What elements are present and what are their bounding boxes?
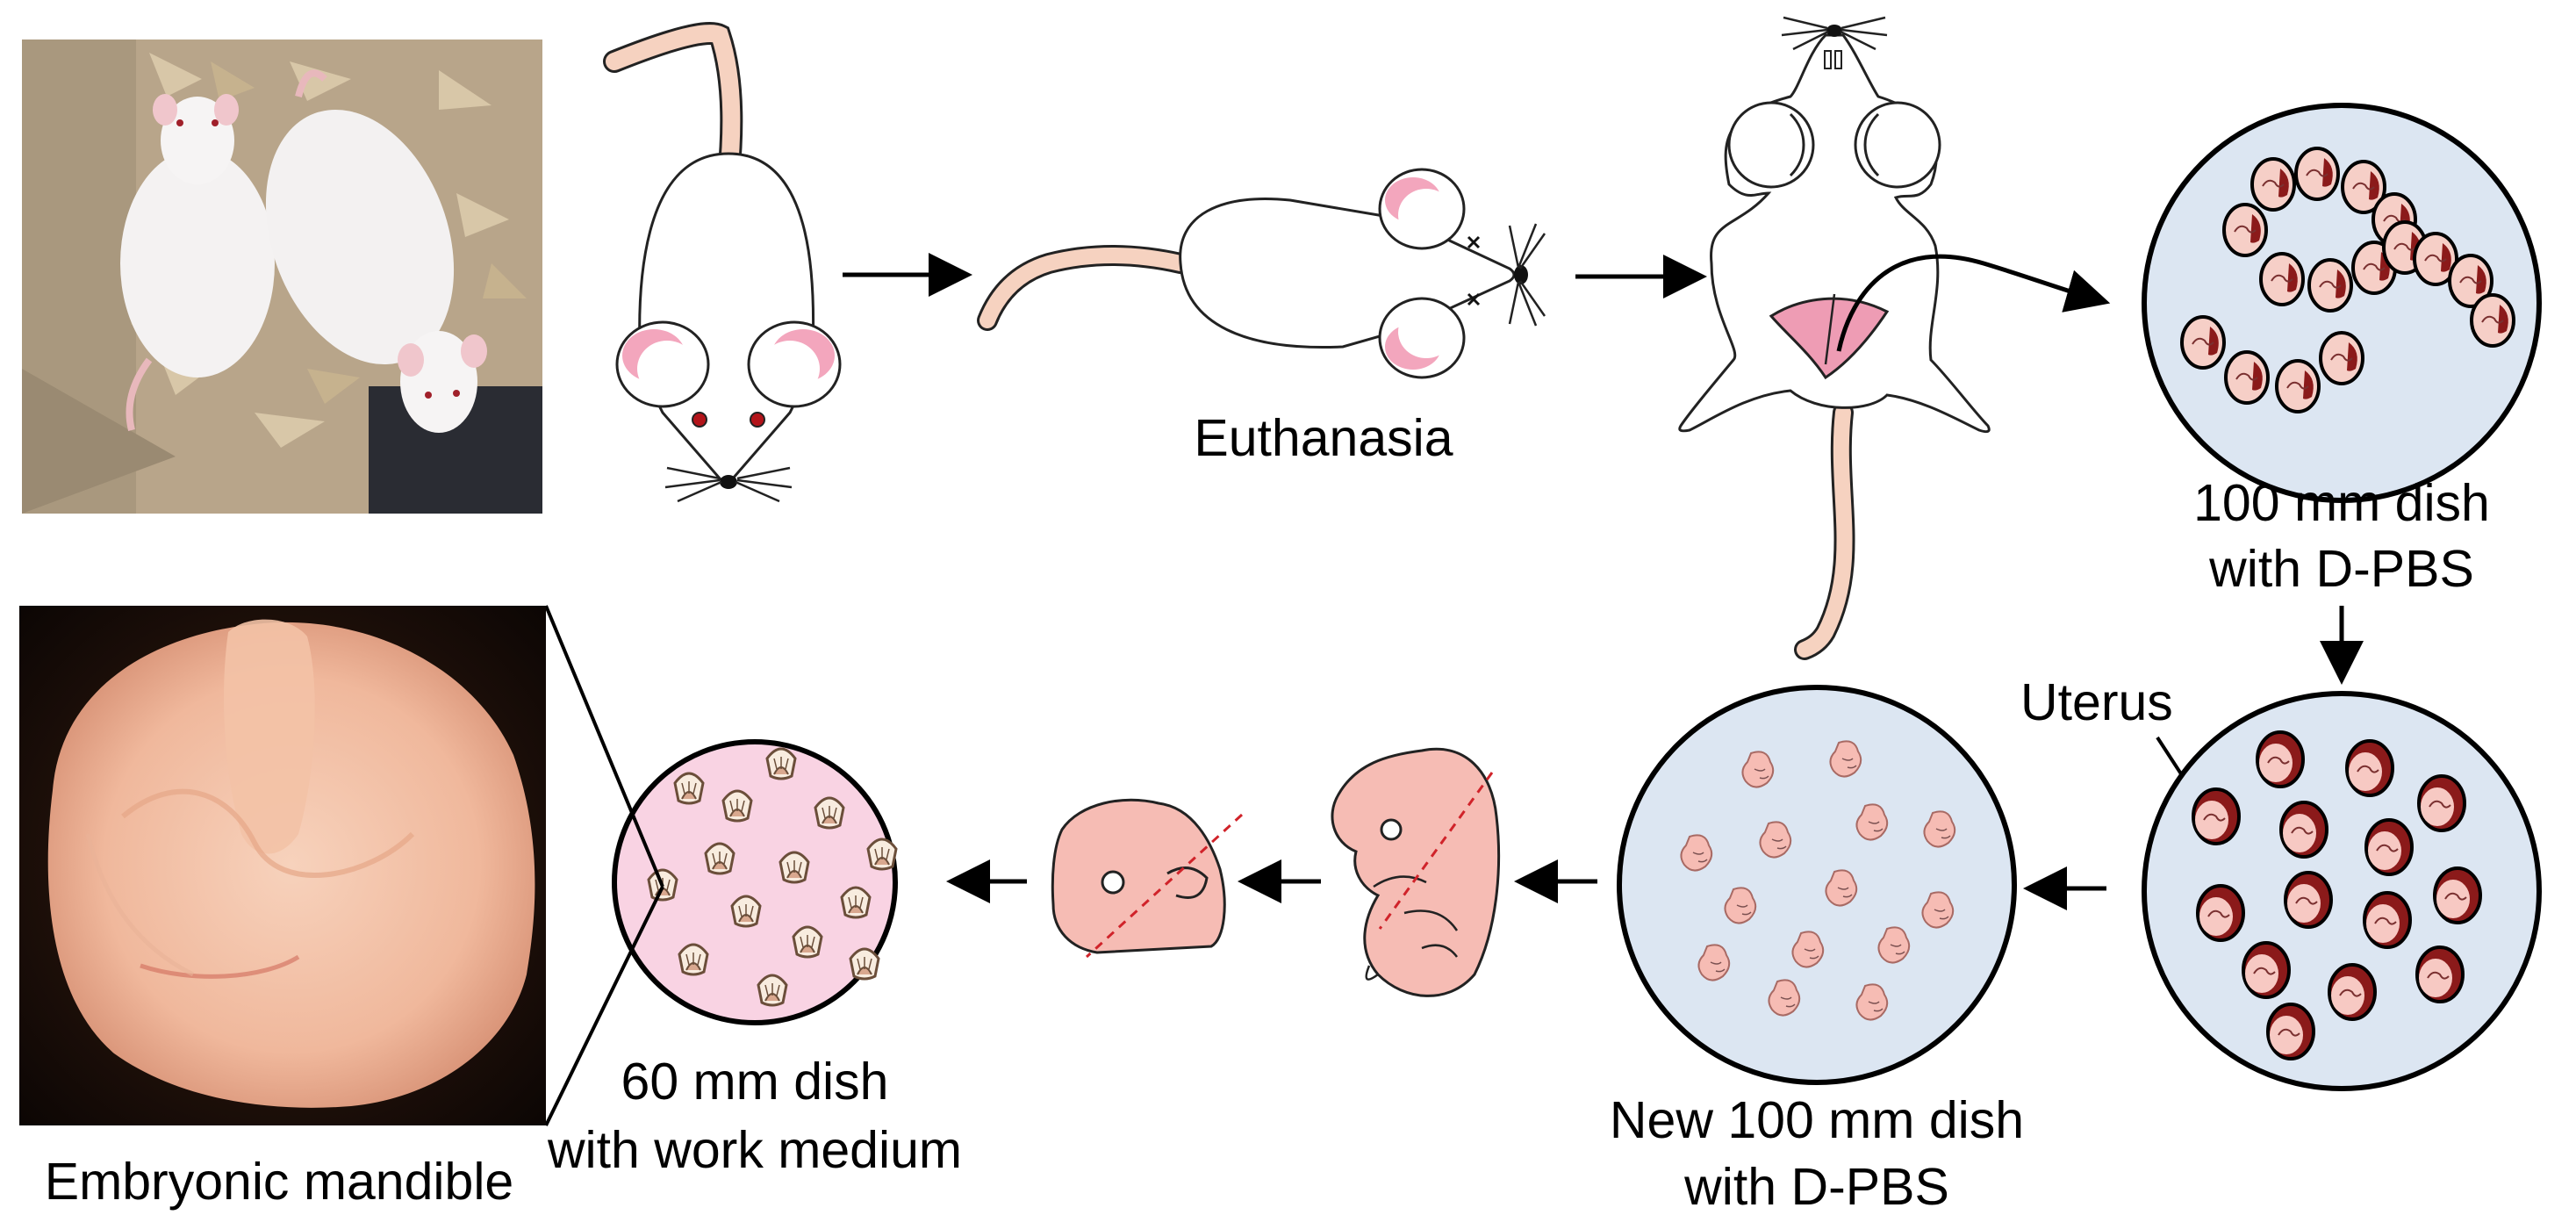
label-dish3-line2: with D-PBS [1683, 1158, 1949, 1215]
label-uterus: Uterus [2020, 673, 2173, 731]
whole-embryo [1331, 747, 1501, 997]
label-euthanasia: Euthanasia [1194, 409, 1453, 467]
photo-mice [22, 40, 542, 514]
label-dish4-line2: with work medium [547, 1121, 962, 1179]
label-dish3-line1: New 100 mm dish [1610, 1091, 2024, 1149]
dish-2-separated-uterus [2142, 691, 2542, 1091]
mouse-euthanized [977, 168, 1546, 379]
dish-1-uterus-chain [2142, 103, 2542, 503]
zoom-line-bottom [544, 886, 664, 1126]
label-dish1-line2: with D-PBS [2208, 540, 2474, 598]
zoom-line-top [544, 605, 664, 888]
label-mandible: Embryonic mandible [45, 1153, 514, 1211]
photo-embryonic-mandible [19, 606, 546, 1125]
embryo-head [1051, 798, 1244, 959]
mouse-top-view [603, 22, 842, 503]
dish-4-mandibles [612, 739, 898, 1025]
mouse-dissection [1678, 16, 2111, 660]
label-dish1-line1: 100 mm dish [2193, 474, 2490, 532]
dish-3-embryos [1617, 685, 2017, 1085]
label-dish4-line1: 60 mm dish [621, 1053, 889, 1111]
